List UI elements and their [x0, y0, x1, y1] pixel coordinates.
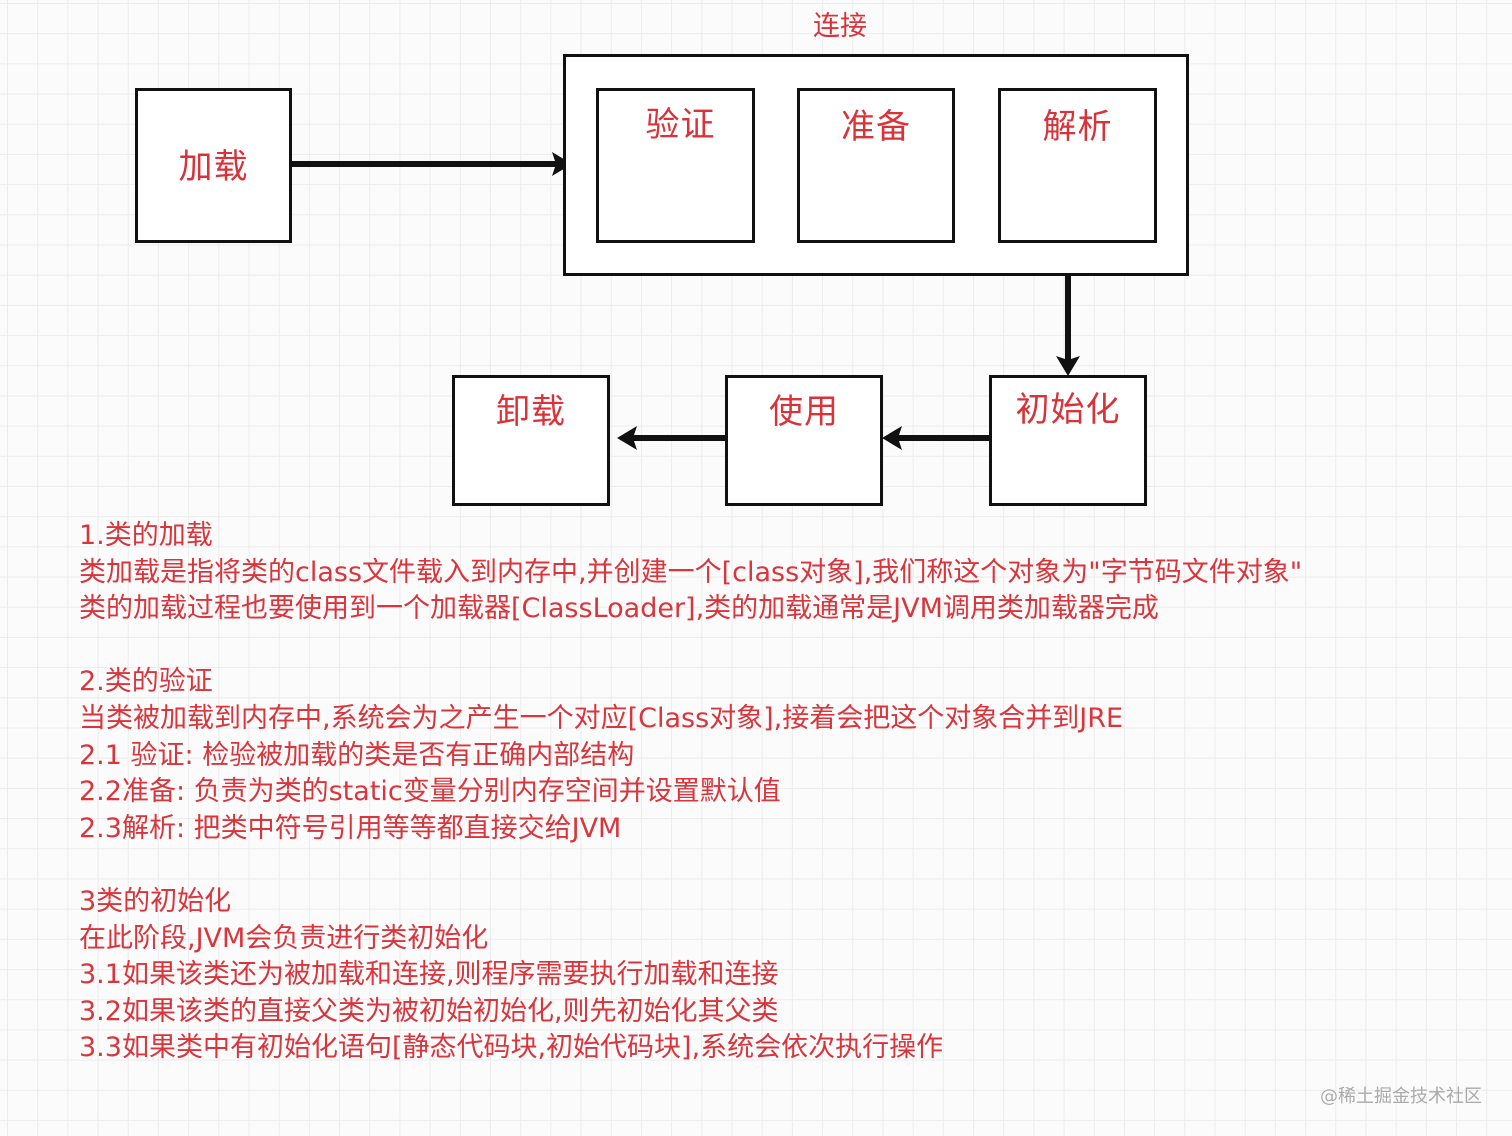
- notes: 1.类的加载 类加载是指将类的class文件载入到内存中,并创建一个[class…: [79, 518, 1302, 1067]
- section2-title: 2.类的验证: [79, 666, 213, 698]
- section3-line: 在此阶段,JVM会负责进行类初始化: [79, 922, 489, 954]
- section3-title: 3类的初始化: [79, 885, 232, 917]
- section1-line: 类的加载过程也要使用到一个加载器[ClassLoader],类的加载通常是JVM…: [79, 593, 1159, 625]
- node-initialize: 初始化: [989, 375, 1147, 506]
- arrow-loading-to-linking: [291, 152, 572, 176]
- section2-line: 当类被加载到内存中,系统会为之产生一个对应[Class对象],接着会把这个对象合…: [79, 702, 1124, 734]
- spacer: [79, 847, 1302, 884]
- node-verify: 验证: [596, 88, 755, 243]
- node-loading-label: 加载: [178, 147, 249, 187]
- node-prepare-label: 准备: [841, 107, 911, 147]
- node-verify-label: 验证: [645, 105, 716, 145]
- node-loading: 加载: [135, 88, 292, 243]
- node-resolve-label: 解析: [1042, 107, 1113, 147]
- section2-line: 2.3解析: 把类中符号引用等等都直接交给JVM: [79, 812, 622, 844]
- section1-title: 1.类的加载: [79, 520, 213, 551]
- section2-line: 2.1 验证: 检验被加载的类是否有正确内部结构: [79, 739, 635, 771]
- watermark: @稀土掘金技术社区: [1320, 1086, 1482, 1107]
- section3-line: 3.3如果类中有初始化语句[静态代码块,初始代码块],系统会依次执行操作: [79, 1032, 944, 1064]
- section3-line: 3.1如果该类还为被加载和连接,则程序需要执行加载和连接: [79, 959, 779, 991]
- node-use-label: 使用: [769, 392, 839, 432]
- spacer: [79, 628, 1302, 665]
- node-prepare: 准备: [797, 88, 955, 243]
- arrow-use-to-unload: [617, 426, 727, 450]
- node-unload-label: 卸载: [496, 392, 566, 432]
- arrow-linking-to-initialize: [1056, 275, 1080, 376]
- linking-group-title: 连接: [813, 11, 867, 42]
- node-resolve: 解析: [998, 88, 1157, 243]
- section1-line: 类加载是指将类的class文件载入到内存中,并创建一个[class对象],我们称…: [79, 556, 1303, 588]
- arrow-initialize-to-use: [882, 426, 990, 450]
- node-initialize-label: 初始化: [1015, 390, 1121, 430]
- node-unload: 卸载: [452, 375, 610, 506]
- node-use: 使用: [725, 375, 883, 506]
- section2-line: 2.2准备: 负责为类的static变量分别内存空间并设置默认值: [79, 776, 781, 808]
- section3-line: 3.2如果该类的直接父类为被初始初始化,则先初始化其父类: [79, 995, 779, 1027]
